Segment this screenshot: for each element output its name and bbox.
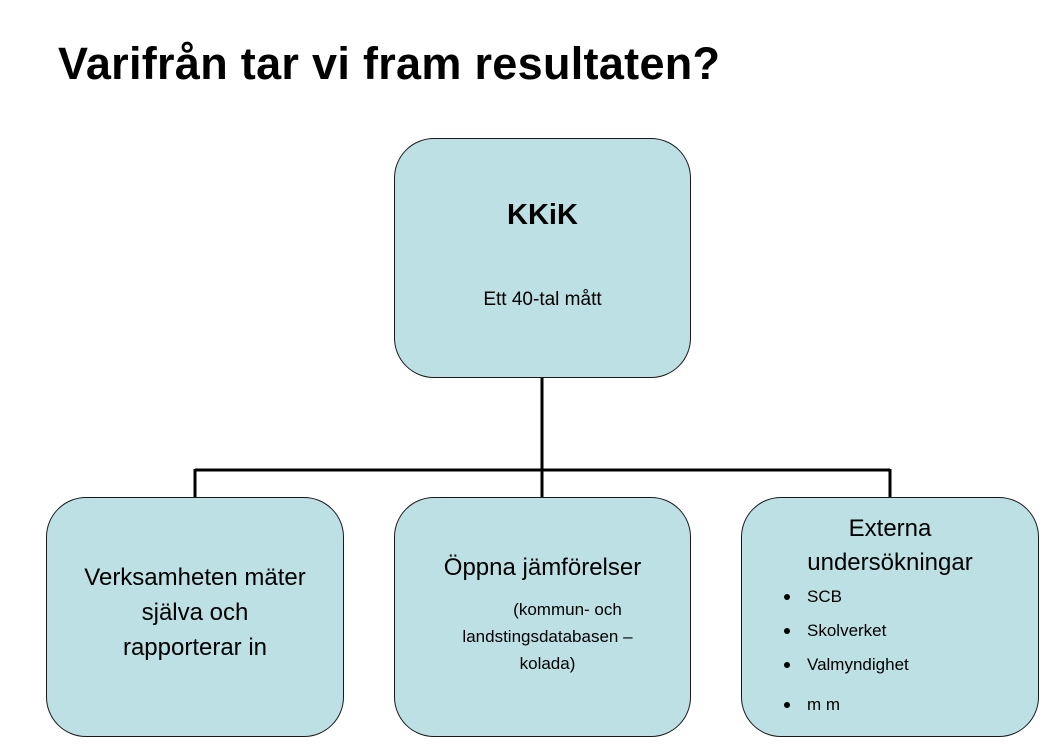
verksamheten-line-1: Verksamheten mäter <box>84 564 306 591</box>
bullet-item-valmyndighet: Valmyndighet <box>784 654 909 694</box>
verksamheten-line-2: själva och <box>141 599 249 626</box>
oppna-jamforelser-heading: Öppna jämförelser <box>443 554 642 581</box>
oppna-sub-line-2: landstingsdatabasen – <box>462 627 633 646</box>
bullet-item-mm: m m <box>784 694 909 734</box>
externa-heading-line-2: undersökningar <box>807 549 973 576</box>
oppna-sub-line-1: (kommun- och <box>513 600 622 619</box>
verksamheten-box: Verksamheten mäter själva och rapportera… <box>46 497 344 737</box>
bullet-item-skolverket: Skolverket <box>784 620 909 654</box>
oppna-sub-line-3: kolada) <box>519 654 576 673</box>
bullet-item-scb: SCB <box>784 586 909 620</box>
verksamheten-text: Verksamheten mäter själva och rapportera… <box>47 560 343 665</box>
kkik-box: KKiK Ett 40-tal mått <box>394 138 691 378</box>
externa-heading-line-1: Externa <box>848 515 932 542</box>
kkik-heading: KKiK <box>507 199 578 231</box>
page-title: Varifrån tar vi fram resultaten? <box>58 38 721 89</box>
oppna-jamforelser-subtext: (kommun- och landstingsdatabasen – kolad… <box>425 596 670 677</box>
verksamheten-line-3: rapporterar in <box>122 634 268 661</box>
oppna-jamforelser-box: Öppna jämförelser (kommun- och landsting… <box>394 497 691 737</box>
externa-undersokningar-box: Externa undersökningar SCB Skolverket Va… <box>741 497 1039 737</box>
externa-heading: Externa undersökningar <box>742 512 1038 580</box>
kkik-subtext: Ett 40-tal mått <box>483 289 602 310</box>
externa-bullet-list: SCB Skolverket Valmyndighet m m <box>784 586 909 734</box>
